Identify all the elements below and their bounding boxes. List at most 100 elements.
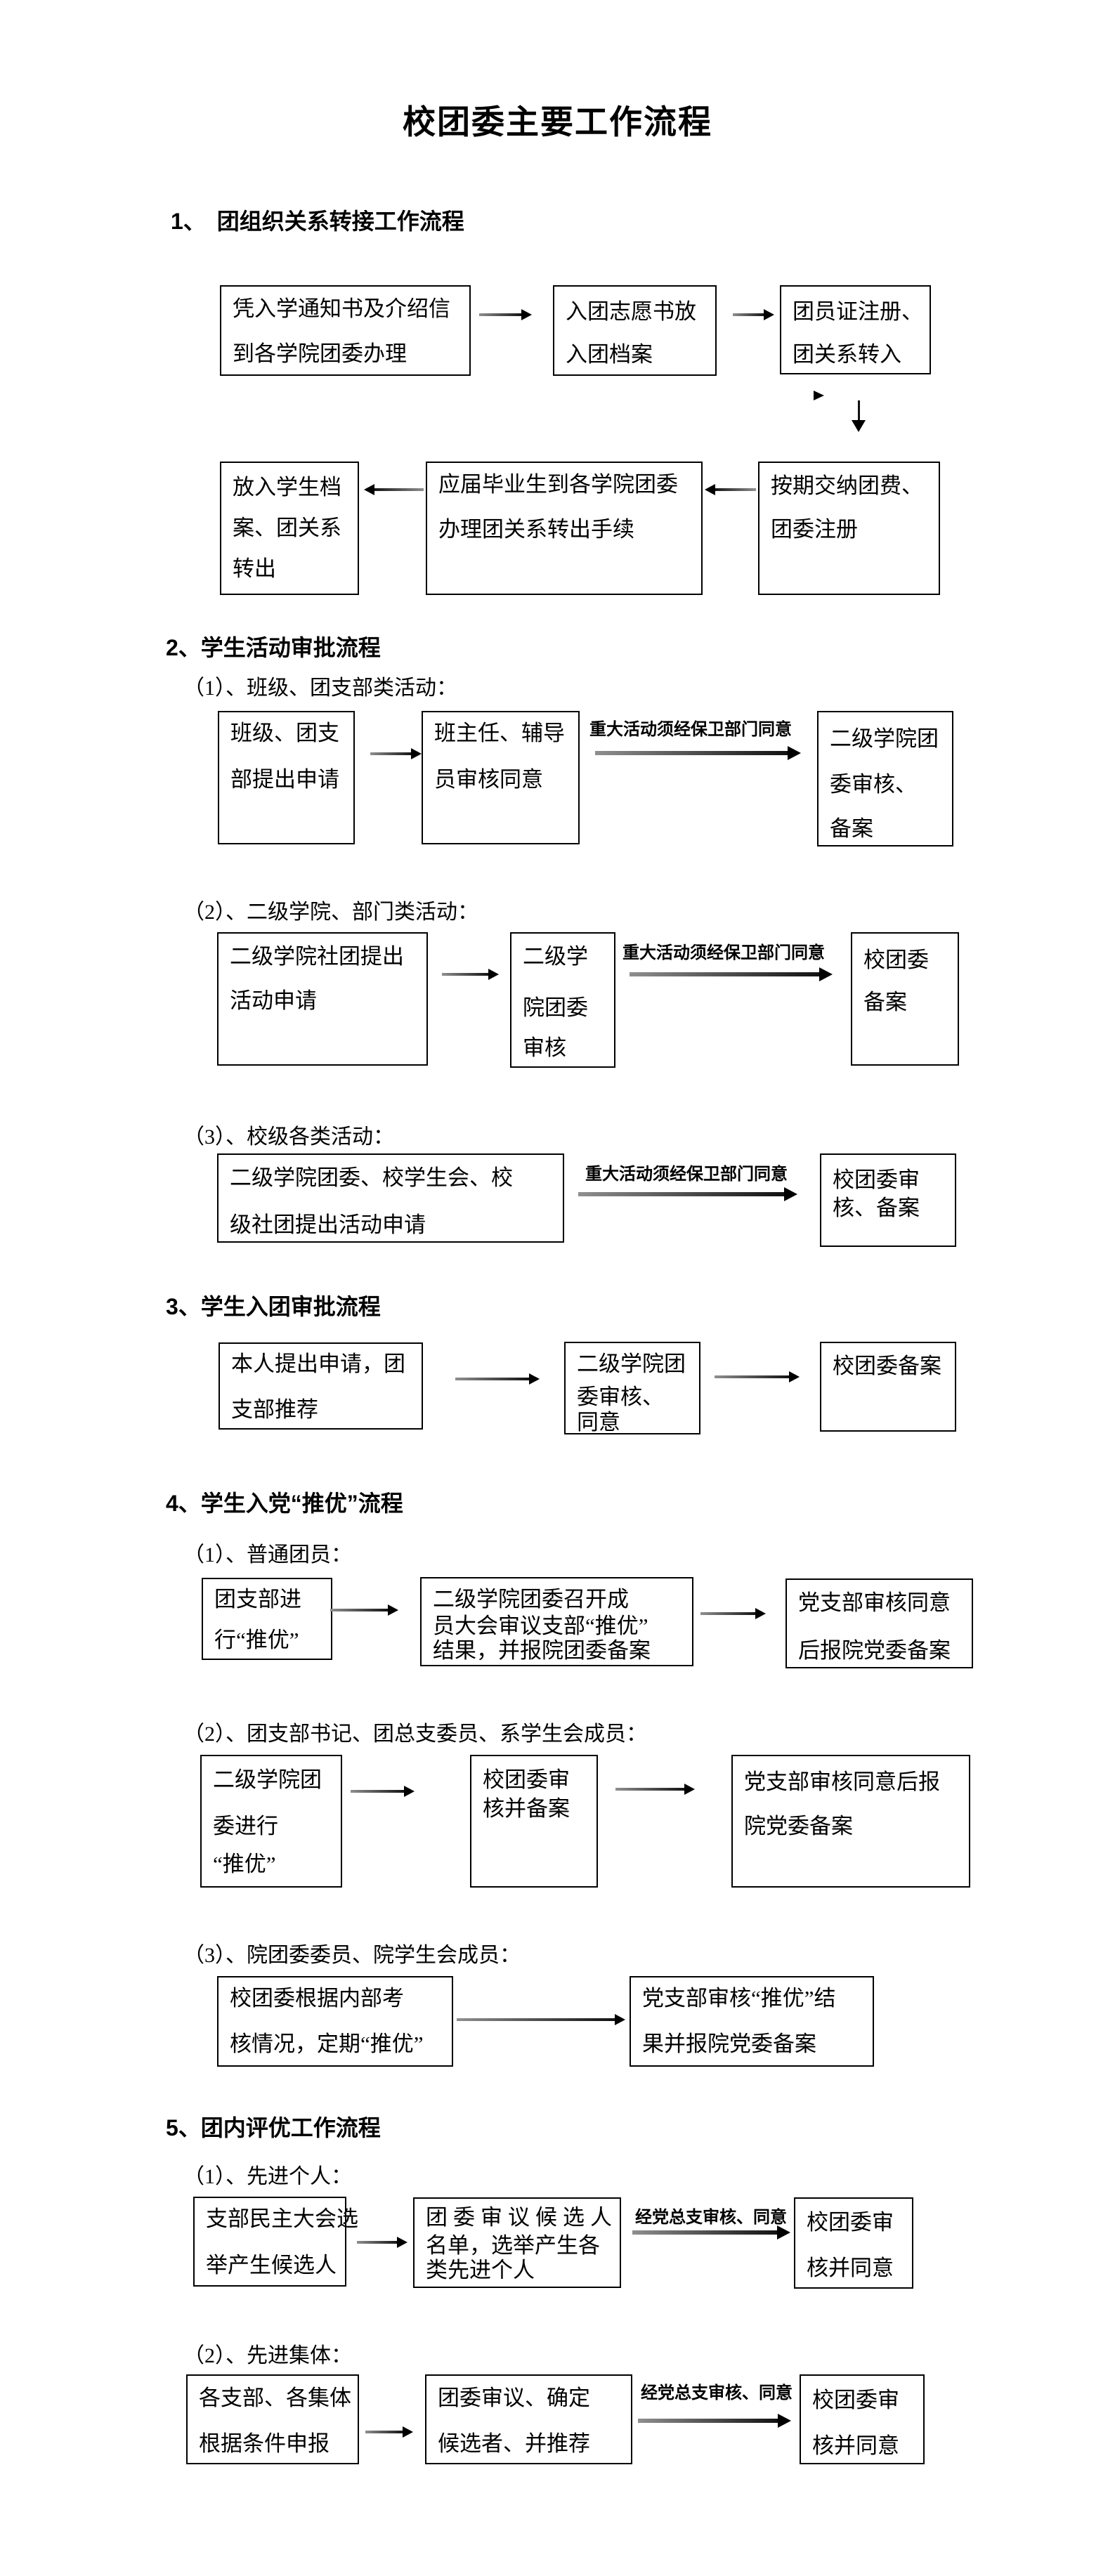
box-graduates-transfer-out: 应届毕业生到各学院团委 办理团关系转出手续	[426, 462, 703, 595]
arrow-right-long	[632, 2225, 790, 2240]
box-collectives-apply: 各支部、各集体 根据条件申报	[186, 2374, 359, 2464]
page-title: 校团委主要工作流程	[403, 103, 712, 140]
box-school-league-approve: 校团委审 核并同意	[794, 2197, 913, 2289]
box-line: 类先进个人	[426, 2258, 535, 2282]
box-line: 到各学院团委办理	[233, 341, 407, 366]
box-line: 委审核、	[830, 772, 917, 797]
box-college-league-review-record: 二级学院团 委审核、 备案	[817, 711, 953, 846]
box-line: 院党委备案	[744, 1814, 853, 1838]
box-line: 备案	[863, 990, 907, 1014]
box-line: 校团委	[863, 948, 929, 972]
section-5-heading: 5、团内评优工作流程	[166, 2115, 381, 2140]
box-line: 二级学	[523, 944, 588, 969]
box-college-league-approve: 二级学院团 委审核、 同意	[564, 1342, 700, 1434]
box-school-league-internal-review: 校团委根据内部考 核情况，定期“推优”	[217, 1976, 453, 2067]
arrow-right	[615, 1784, 695, 1795]
box-line: 校团委备案	[833, 1354, 941, 1378]
section-4-heading: 4、学生入党“推优”流程	[166, 1491, 403, 1516]
box-line: 级社团提出活动申请	[230, 1212, 426, 1237]
sub-label: （3）、校级各类活动：	[183, 1125, 394, 1149]
box-branch-tuiyou: 团支部进 行“推优”	[202, 1578, 332, 1660]
box-line: 二级学院社团提出	[230, 944, 404, 969]
box-line: 行“推优”	[214, 1628, 299, 1652]
arrow-right	[370, 748, 422, 759]
arrow-right	[330, 1604, 398, 1616]
sub-label: （1）、普通团员：	[183, 1543, 352, 1567]
arrow-label: 重大活动须经保卫部门同意	[585, 1165, 788, 1184]
box-line: 核并同意	[812, 2433, 899, 2458]
box-line: 办理团关系转出手续	[438, 517, 634, 542]
box-line: 校团委审	[833, 1168, 920, 1192]
box-line: 核情况，定期“推优”	[230, 2032, 424, 2056]
box-line: 放入学生档	[233, 475, 341, 499]
box-line: 部提出申请	[230, 767, 339, 792]
section-3-heading: 3、学生入团审批流程	[166, 1294, 381, 1319]
box-party-branch-approve-report: 党支部审核同意后报 院党委备案	[731, 1755, 970, 1888]
arrow-label: 重大活动须经保卫部门同意	[589, 720, 792, 739]
box-league-review-candidates: 团委审议候选人 名单，选举产生各 类先进个人	[413, 2197, 621, 2288]
arrow-down-head	[852, 420, 866, 432]
arrow-label: 重大活动须经保卫部门同意	[622, 943, 825, 962]
arrow-right-long	[595, 746, 801, 760]
triangle-right-icon	[814, 391, 824, 400]
box-line: 校团委审	[483, 1767, 570, 1792]
sub-label: （3）、院团委委员、院学生会成员：	[183, 1944, 521, 1967]
box-admission-letter: 凭入学通知书及介绍信 到各学院团委办理	[220, 285, 471, 376]
box-line: 委进行	[213, 1814, 278, 1838]
box-line: 团委审议候选人	[426, 2205, 618, 2230]
box-line: 各支部、各集体	[199, 2386, 351, 2410]
section-2-heading: 2、学生活动审批流程	[166, 635, 381, 660]
arrow-label: 经党总支审核、同意	[641, 2384, 793, 2402]
box-line: 核并同意	[807, 2256, 894, 2280]
box-line: 校团委审	[807, 2210, 894, 2235]
box-line: 团委审议、确定	[438, 2386, 590, 2410]
arrow-right	[365, 2426, 413, 2438]
box-school-league-review-record: 校团委审 核、备案	[820, 1153, 956, 1247]
arrow-label: 经党总支审核、同意	[635, 2208, 787, 2227]
box-line: 委审核、	[577, 1385, 664, 1409]
box-member-congress-review: 二级学院团委召开成 员大会审议支部“推优” 结果，并报院团委备案	[420, 1577, 693, 1666]
sub-label: （2）、团支部书记、团总支委员、系学生会成员：	[183, 1722, 647, 1746]
box-line: 核、备案	[833, 1196, 920, 1220]
arrow-right	[351, 1786, 415, 1797]
box-line: 名单，选举产生各	[426, 2233, 600, 2258]
box-school-league-record: 校团委 备案	[851, 932, 959, 1066]
box-line: 班主任、辅导	[434, 721, 565, 745]
box-personal-apply: 本人提出申请，团 支部推荐	[219, 1342, 423, 1430]
arrow-down-line	[858, 400, 860, 421]
arrow-right	[715, 1371, 800, 1382]
box-line: 支部推荐	[231, 1397, 318, 1422]
section-1-heading: 1、 团组织关系转接工作流程	[171, 209, 464, 234]
box-college-league-check: 二级学 院团委 审核	[510, 932, 615, 1068]
box-line: 团员证注册、	[793, 299, 923, 324]
box-school-league-record: 校团委备案	[820, 1342, 956, 1432]
box-line: 入团志愿书放	[566, 299, 696, 324]
box-branch-elect-candidates: 支部民主大会选 举产生候选人	[193, 2197, 358, 2287]
box-line: 支部民主大会选	[206, 2206, 358, 2231]
arrow-right	[455, 1373, 540, 1385]
box-line: 举产生候选人	[206, 2253, 337, 2277]
box-line: 同意	[577, 1410, 620, 1434]
sub-label: （1）、先进个人：	[183, 2165, 352, 2188]
box-line: 后报院党委备案	[798, 1638, 951, 1663]
box-line: “推优”	[213, 1852, 276, 1876]
box-line: 备案	[830, 816, 873, 841]
box-member-cert-register: 团员证注册、 团关系转入	[780, 285, 931, 374]
box-line: 二级学院团委召开成	[433, 1587, 629, 1611]
arrow-right	[479, 309, 532, 320]
box-line: 党支部审核同意	[798, 1590, 951, 1615]
box-line: 党支部审核“推优”结	[642, 1986, 836, 2011]
arrow-right	[700, 1608, 766, 1619]
box-line: 校团委审	[812, 2388, 899, 2412]
box-line: 班级、团支	[230, 721, 339, 745]
box-league-volunteer-file: 入团志愿书放 入团档案	[553, 285, 717, 376]
box-line: 果并报院党委备案	[642, 2032, 816, 2056]
box-line: 院团委	[523, 995, 588, 1020]
box-line: 根据条件申报	[199, 2431, 330, 2456]
box-teacher-approve: 班主任、辅导 员审核同意	[422, 711, 580, 844]
arrow-right-long	[578, 1187, 797, 1201]
box-line: 按期交纳团费、	[771, 473, 923, 498]
arrow-right	[442, 969, 499, 980]
arrow-right	[733, 309, 774, 320]
